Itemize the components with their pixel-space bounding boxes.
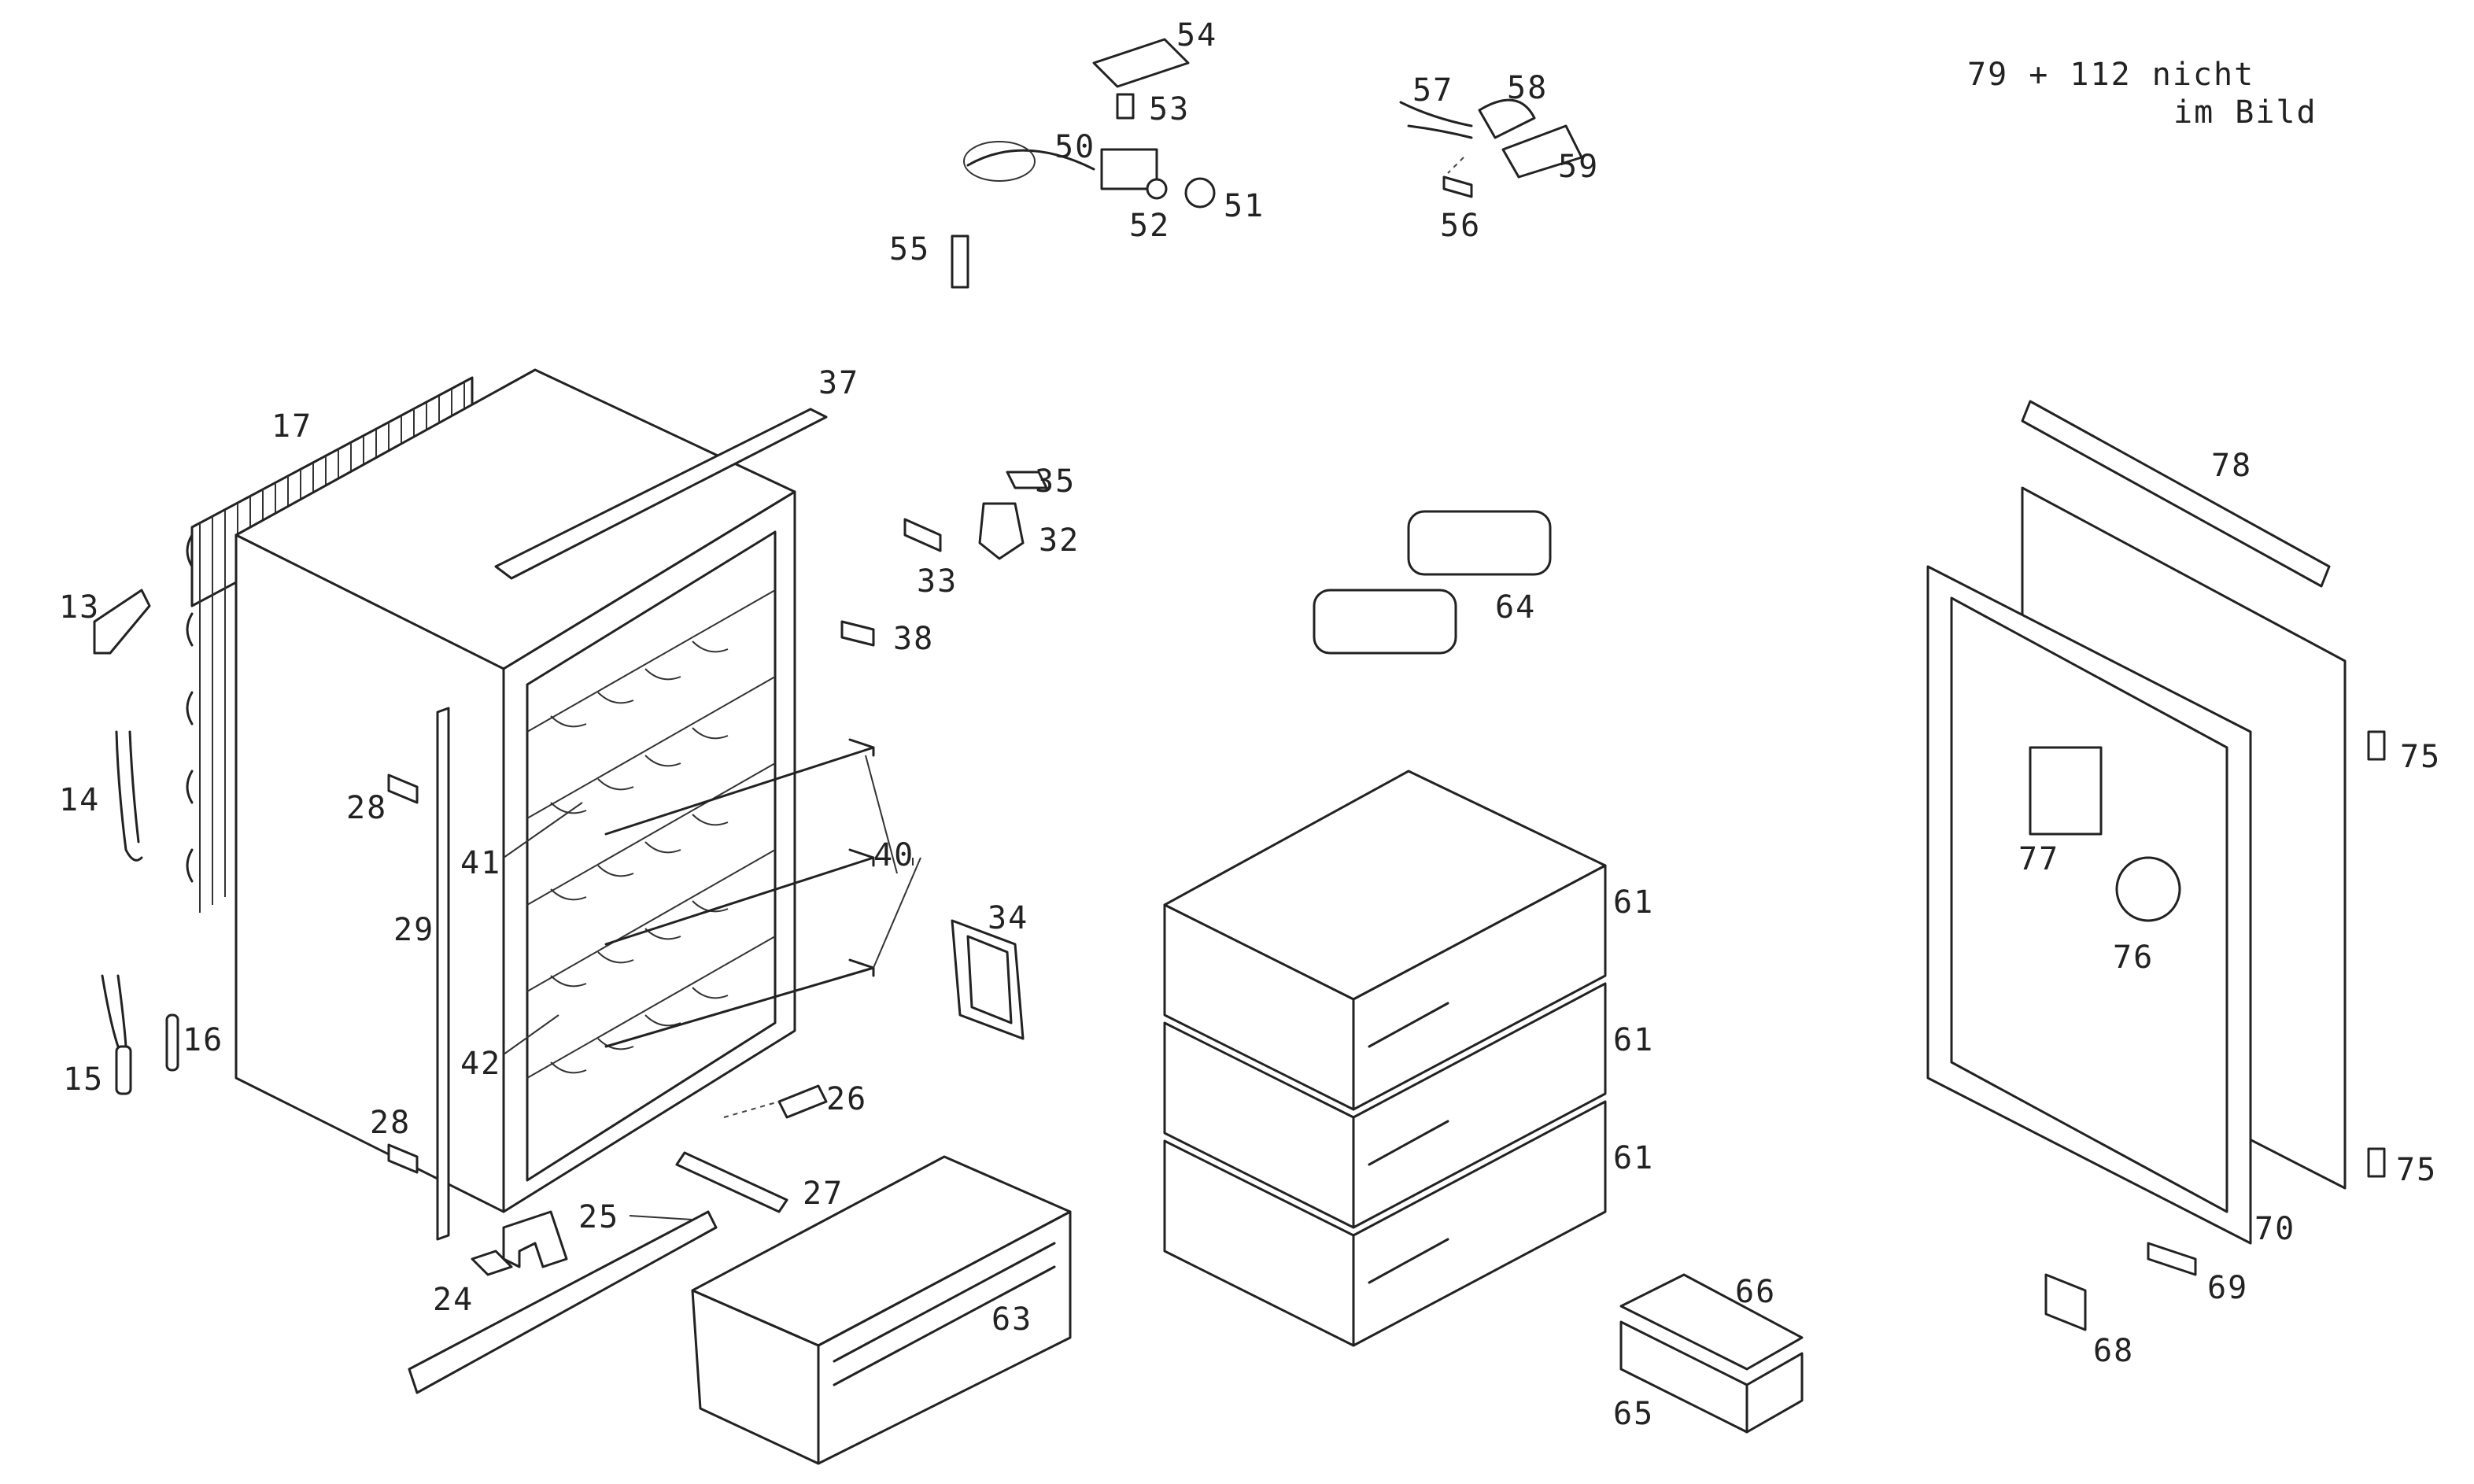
label-75-upper: 75 bbox=[2400, 739, 2441, 775]
part-35-clip bbox=[1006, 471, 1048, 489]
leader-lines bbox=[503, 755, 921, 1220]
part-33-bracket bbox=[903, 518, 942, 552]
part-77-label bbox=[2029, 746, 2103, 836]
label-52: 52 bbox=[1129, 208, 1170, 244]
cabinet-body bbox=[234, 368, 875, 1213]
part-57-wires bbox=[1399, 101, 1473, 139]
label-64: 64 bbox=[1495, 589, 1536, 626]
part-52-ring bbox=[1146, 178, 1168, 200]
label-33: 33 bbox=[917, 563, 958, 600]
label-41: 41 bbox=[460, 845, 501, 881]
label-37: 37 bbox=[818, 365, 859, 401]
part-70-door bbox=[1926, 565, 2252, 1245]
label-51: 51 bbox=[1224, 188, 1265, 224]
part-25-handle bbox=[502, 1210, 568, 1268]
label-34: 34 bbox=[988, 900, 1028, 936]
part-69-hinge bbox=[2147, 1242, 2197, 1276]
label-57: 57 bbox=[1412, 72, 1453, 109]
part-75-lower-clip bbox=[2367, 1147, 2386, 1178]
label-35: 35 bbox=[1035, 463, 1076, 500]
part-55-terminal bbox=[951, 234, 969, 289]
label-17: 17 bbox=[271, 408, 312, 445]
part-51-knob bbox=[1184, 177, 1216, 209]
part-78-rail bbox=[2021, 400, 2331, 588]
part-14-hose bbox=[115, 730, 143, 862]
label-27: 27 bbox=[803, 1176, 844, 1212]
part-53-clip bbox=[1116, 93, 1135, 120]
label-58: 58 bbox=[1507, 70, 1548, 106]
part-29-strip bbox=[436, 707, 450, 1241]
label-15: 15 bbox=[63, 1061, 104, 1098]
label-70: 70 bbox=[2254, 1211, 2295, 1247]
label-61-middle: 61 bbox=[1613, 1022, 1654, 1058]
note-line-1: 79 + 112 nicht bbox=[1967, 57, 2254, 93]
part-15-sensor bbox=[101, 974, 132, 1095]
part-50-thermostat bbox=[963, 141, 1158, 190]
label-50: 50 bbox=[1054, 129, 1095, 165]
part-37-rail bbox=[494, 408, 828, 580]
label-69: 69 bbox=[2207, 1270, 2248, 1306]
label-25: 25 bbox=[578, 1199, 619, 1235]
label-75-lower: 75 bbox=[2396, 1152, 2437, 1188]
part-28-lower-hinge bbox=[387, 1143, 419, 1174]
label-68: 68 bbox=[2093, 1333, 2134, 1369]
label-78: 78 bbox=[2211, 448, 2252, 484]
label-26: 26 bbox=[826, 1081, 867, 1117]
label-65: 65 bbox=[1613, 1396, 1654, 1432]
label-40: 40 bbox=[873, 837, 914, 873]
label-24: 24 bbox=[433, 1282, 474, 1318]
label-32: 32 bbox=[1039, 522, 1080, 559]
label-29: 29 bbox=[393, 912, 434, 948]
part-27-bar bbox=[675, 1151, 788, 1213]
part-59-holder bbox=[1501, 124, 1583, 179]
part-38-clip bbox=[840, 620, 875, 647]
part-66-ice-tray bbox=[1619, 1273, 1804, 1371]
part-34-cover bbox=[951, 919, 1025, 1040]
part-75-upper-clip bbox=[2367, 730, 2386, 761]
part-28-upper-hinge bbox=[387, 773, 419, 804]
part-61-drawers bbox=[1163, 770, 1607, 1347]
label-38: 38 bbox=[893, 621, 934, 657]
part-56-switch bbox=[1442, 175, 1473, 198]
part-76-dial bbox=[2115, 856, 2181, 922]
label-42: 42 bbox=[460, 1046, 501, 1082]
part-24-block bbox=[471, 1250, 513, 1276]
part-68-bracket bbox=[2044, 1273, 2087, 1331]
label-61-top: 61 bbox=[1613, 884, 1654, 921]
part-25-bar bbox=[408, 1210, 718, 1394]
label-76: 76 bbox=[2113, 939, 2154, 976]
label-77: 77 bbox=[2018, 841, 2059, 877]
label-13: 13 bbox=[59, 589, 100, 626]
label-59: 59 bbox=[1558, 149, 1599, 185]
label-28-upper: 28 bbox=[346, 790, 387, 826]
label-28-lower: 28 bbox=[370, 1105, 411, 1141]
part-63-drawer bbox=[691, 1155, 1072, 1465]
part-32-knob bbox=[978, 502, 1025, 560]
part-16-pin bbox=[165, 1013, 179, 1072]
label-61-bottom: 61 bbox=[1613, 1140, 1654, 1176]
label-14: 14 bbox=[59, 782, 100, 818]
part-26-bracket bbox=[777, 1084, 828, 1119]
label-16: 16 bbox=[183, 1022, 223, 1058]
part-13-clip bbox=[93, 589, 151, 655]
note-line-2: im Bild bbox=[2173, 94, 2317, 131]
part-58-lamp bbox=[1478, 98, 1536, 139]
label-66: 66 bbox=[1735, 1274, 1776, 1310]
part-labels: 13 14 15 16 17 24 25 26 27 28 28 29 32 3… bbox=[59, 17, 2441, 1432]
label-54: 54 bbox=[1176, 17, 1217, 54]
label-53: 53 bbox=[1149, 91, 1190, 127]
part-64-ice-packs bbox=[1313, 510, 1552, 655]
part-54-cover bbox=[1092, 38, 1190, 88]
label-56: 56 bbox=[1440, 208, 1481, 244]
label-63: 63 bbox=[991, 1301, 1032, 1338]
label-55: 55 bbox=[889, 231, 930, 268]
